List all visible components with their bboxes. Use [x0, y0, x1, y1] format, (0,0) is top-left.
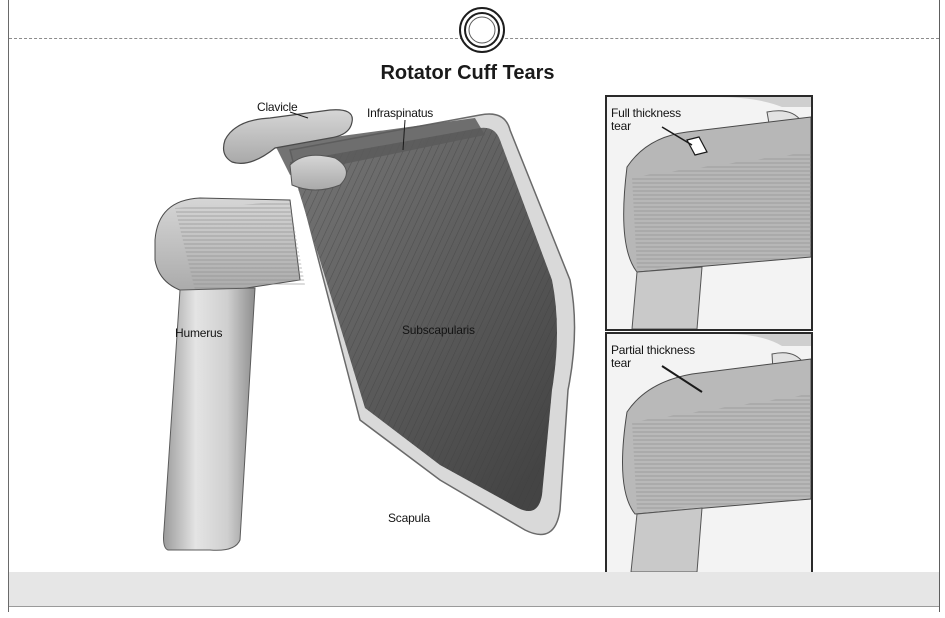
label-scapula: Scapula [388, 511, 430, 525]
target-icon [454, 4, 510, 60]
label-clavicle: Clavicle [257, 100, 297, 114]
footer-band [9, 572, 939, 606]
inset-full-label: Full thickness tear [611, 107, 681, 133]
label-infraspinatus: Infraspinatus [367, 106, 433, 120]
label-subscapularis: Subscapularis [402, 323, 475, 337]
footer-rule [9, 606, 939, 607]
shoulder-anatomy-illustration [140, 90, 600, 560]
inset-partial-label: Partial thickness tear [611, 344, 695, 370]
label-humerus: Humerus [175, 326, 222, 340]
frame-left-border [8, 0, 9, 612]
diagram-title: Rotator Cuff Tears [0, 62, 945, 85]
inset-partial-thickness-tear: Partial thickness tear [605, 332, 813, 574]
inset-full-thickness-tear: Full thickness tear [605, 95, 813, 331]
frame-right-border [939, 0, 940, 612]
